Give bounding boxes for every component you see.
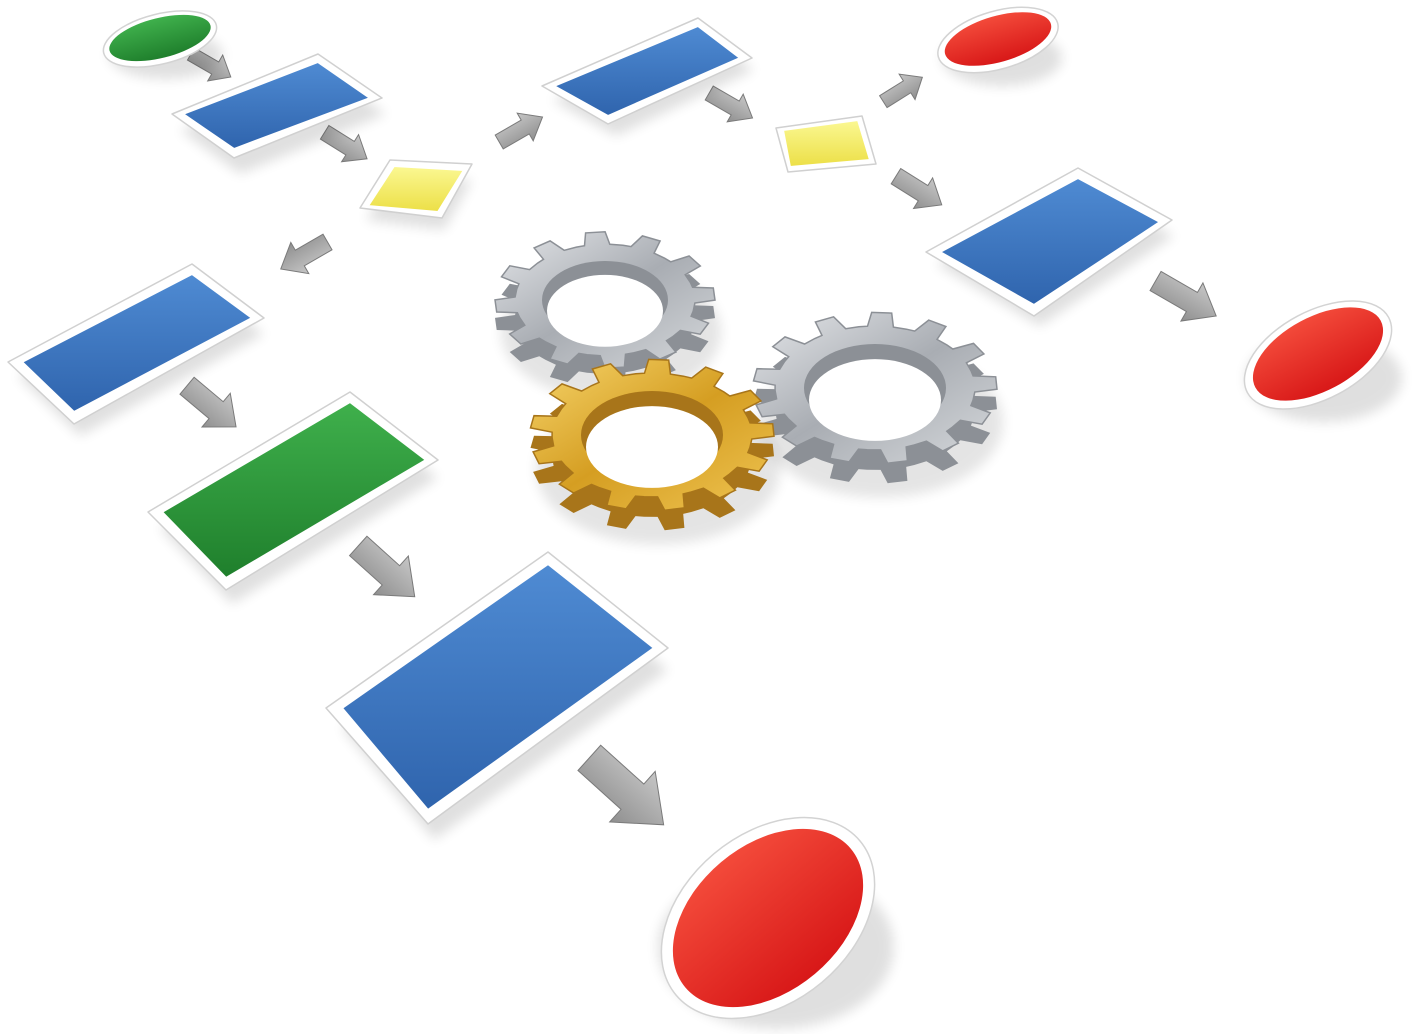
decision-node (359, 159, 473, 230)
arrow-icon (1149, 270, 1217, 322)
end-node (937, 6, 1062, 86)
start-node (102, 10, 223, 79)
end-node (658, 816, 894, 1029)
arrow-icon (280, 233, 333, 275)
end-node (1243, 300, 1402, 422)
process-node (147, 391, 439, 604)
arrow-icon (704, 85, 754, 123)
process-node (541, 17, 754, 136)
arrow-icon (494, 112, 544, 150)
arrow-icon (890, 167, 943, 210)
arrow-icon (348, 535, 416, 598)
decision-node (775, 115, 877, 173)
process-node (7, 263, 265, 436)
connector-arrows (179, 47, 1217, 826)
process-node (171, 53, 386, 174)
arrow-icon (577, 744, 665, 826)
gear-icon (529, 358, 780, 545)
gear-icon (752, 311, 1003, 498)
arrow-icon (179, 376, 237, 428)
arrow-icon (878, 73, 924, 109)
process-node (325, 551, 669, 840)
process-node (925, 167, 1174, 326)
